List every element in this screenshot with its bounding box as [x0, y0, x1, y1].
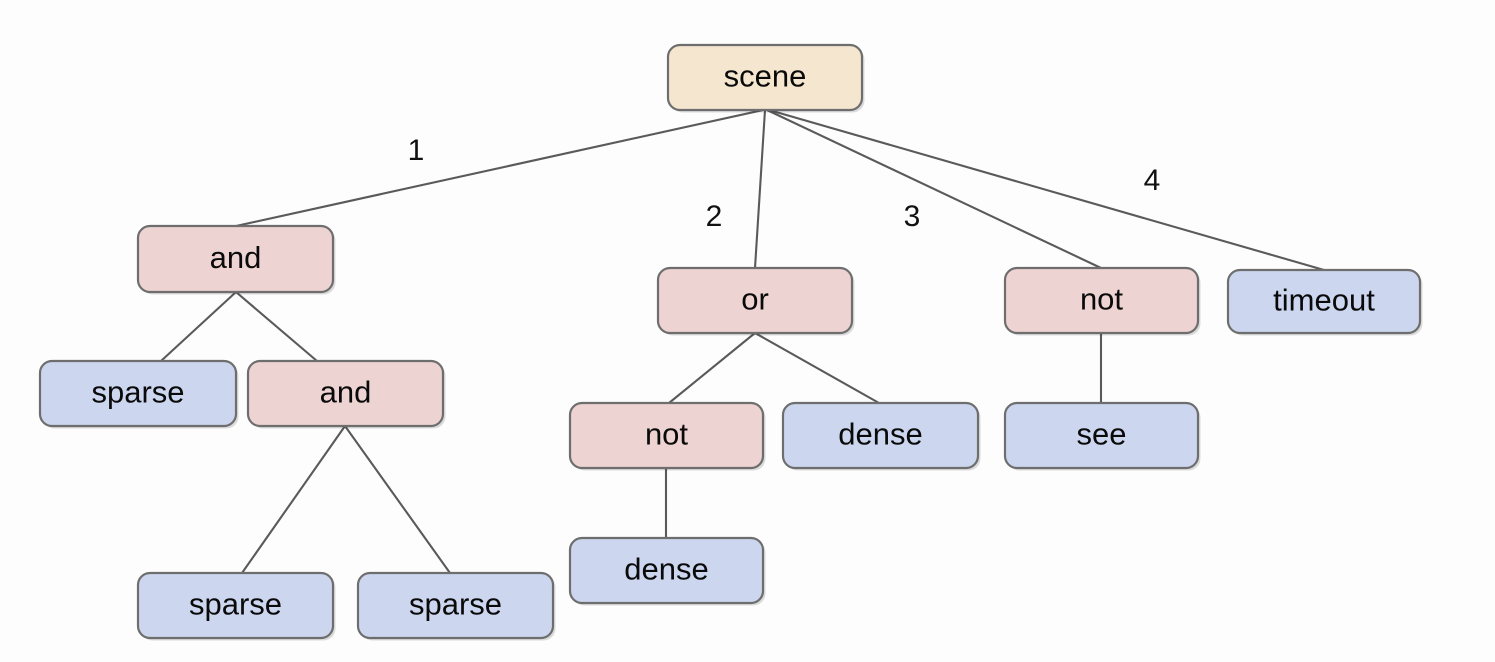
node-box-dense2[interactable] [568, 536, 765, 605]
node-box-and2[interactable] [246, 359, 445, 428]
node-box-and1[interactable] [136, 224, 335, 294]
tree-node-or1[interactable]: or [656, 266, 855, 336]
tree-edge-and1-to-sparse1 [159, 290, 238, 363]
tree-edge-scene-to-not1 [765, 108, 1103, 270]
node-box-sparse1[interactable] [38, 359, 238, 428]
node-box-scene[interactable] [666, 43, 864, 112]
node-box-or1[interactable] [656, 266, 854, 335]
edge-label-3: 3 [904, 200, 921, 233]
edge-label-1: 1 [408, 134, 425, 167]
tree-node-see1[interactable]: see [1003, 401, 1201, 471]
tree-node-not1[interactable]: not [1003, 266, 1201, 336]
tree-node-dense1[interactable]: dense [781, 401, 981, 471]
tree-edge-and2-to-sparse3 [343, 424, 452, 575]
edge-labels-layer: 1 2 3 4 [408, 134, 1161, 233]
edge-label-2: 2 [706, 200, 723, 233]
tree-edge-or1-to-dense1 [753, 331, 881, 405]
tree-edge-scene-to-and1 [234, 108, 765, 228]
edges-layer [159, 108, 1326, 575]
edge-label-4: 4 [1144, 164, 1161, 197]
tree-node-scene[interactable]: scene [666, 43, 865, 113]
tree-edge-or1-to-not2 [667, 331, 757, 405]
tree-edge-scene-to-or1 [753, 108, 767, 270]
tree-edge-scene-to-timeout1 [767, 108, 1326, 272]
node-box-sparse3[interactable] [356, 571, 555, 640]
node-box-timeout1[interactable] [1226, 268, 1422, 335]
tree-node-dense2[interactable]: dense [568, 536, 766, 606]
node-box-not1[interactable] [1003, 266, 1200, 335]
node-box-not2[interactable] [568, 401, 765, 470]
tree-node-and1[interactable]: and [136, 224, 336, 295]
tree-node-not2[interactable]: not [568, 401, 766, 471]
tree-node-sparse1[interactable]: sparse [38, 359, 239, 429]
tree-node-timeout1[interactable]: timeout [1226, 268, 1423, 336]
node-box-sparse2[interactable] [136, 571, 335, 640]
tree-node-and2[interactable]: and [246, 359, 446, 429]
node-box-see1[interactable] [1003, 401, 1200, 470]
tree-edge-and1-to-and2 [234, 290, 319, 363]
node-box-dense1[interactable] [781, 401, 980, 470]
tree-node-sparse3[interactable]: sparse [356, 571, 556, 641]
tree-node-sparse2[interactable]: sparse [136, 571, 336, 641]
tree-edge-and2-to-sparse2 [240, 424, 347, 575]
